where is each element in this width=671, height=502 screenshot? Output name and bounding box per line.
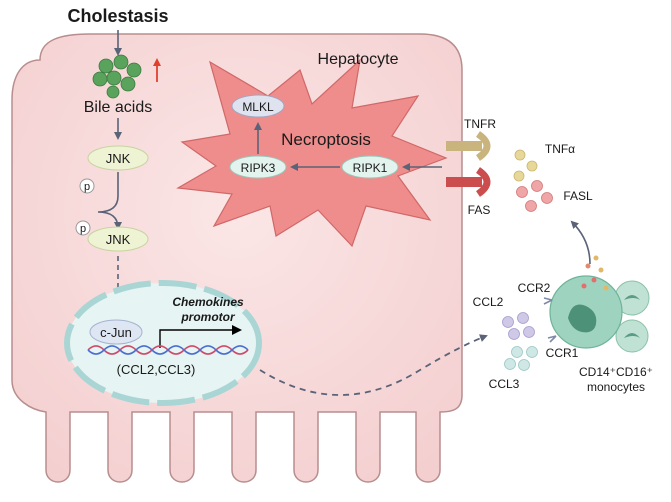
jnk-node — [87, 145, 149, 171]
monocyte-icon — [543, 255, 650, 353]
cell-label: Hepatocyte — [318, 51, 399, 68]
fasl-ligands — [516, 180, 553, 212]
phospho-label-2: p — [80, 223, 86, 235]
fasl-label: FASL — [563, 189, 593, 203]
ccl3-ligands — [504, 346, 538, 371]
necroptosis-label: Necroptosis — [281, 130, 371, 149]
ccl2-ligands — [502, 312, 535, 340]
arrow-monocyte-ligands — [570, 220, 591, 265]
phospho-icon — [75, 220, 91, 236]
p-jnk-label: JNK — [106, 232, 131, 247]
nucleus — [64, 280, 262, 406]
tnfr-receptor-icon — [446, 131, 491, 161]
fas-label: FAS — [468, 203, 491, 217]
mlkl-label: MLKL — [242, 100, 274, 114]
tnfa-label: TNFα — [545, 142, 575, 156]
c-jun-label: c-Jun — [100, 325, 132, 340]
tnfr-label: TNFR — [464, 117, 496, 131]
title: Cholestasis — [67, 6, 168, 26]
promotor-label: promotor — [180, 310, 236, 324]
monocytes-label-line1: CD14⁺CD16⁺ — [579, 365, 653, 379]
ccl2-label: CCL2 — [473, 295, 504, 309]
genes-label: (CCL2,CCL3) — [117, 362, 196, 377]
ccl3-label: CCL3 — [489, 377, 520, 391]
phospho-label-1: p — [84, 181, 90, 193]
ccr1-label: CCR1 — [546, 346, 579, 360]
p-jnk-node — [87, 226, 149, 252]
bile-acids-label: Bile acids — [84, 99, 152, 116]
jnk-label: JNK — [106, 151, 131, 166]
ripk3-node — [229, 155, 287, 179]
phospho-icon — [79, 178, 95, 194]
chemokines-label: Chemokines — [172, 295, 244, 309]
arrow-chemokine-export — [259, 334, 488, 396]
arrow-phosphorylation — [97, 172, 122, 230]
dna-helix-icon — [87, 345, 249, 355]
ripk1-label: RIPK1 — [353, 161, 388, 175]
fas-receptor-icon — [446, 167, 491, 197]
ccr2-label: CCR2 — [518, 281, 551, 295]
promoter-arrow — [159, 325, 242, 348]
ripk3-label: RIPK3 — [241, 161, 276, 175]
c-jun-node — [89, 319, 143, 345]
tnfa-ligands — [513, 149, 538, 182]
mlkl-node — [231, 94, 285, 118]
bile-acid-cluster — [92, 54, 142, 99]
monocytes-label-line2: monocytes — [587, 380, 645, 394]
ripk1-node — [341, 155, 399, 179]
